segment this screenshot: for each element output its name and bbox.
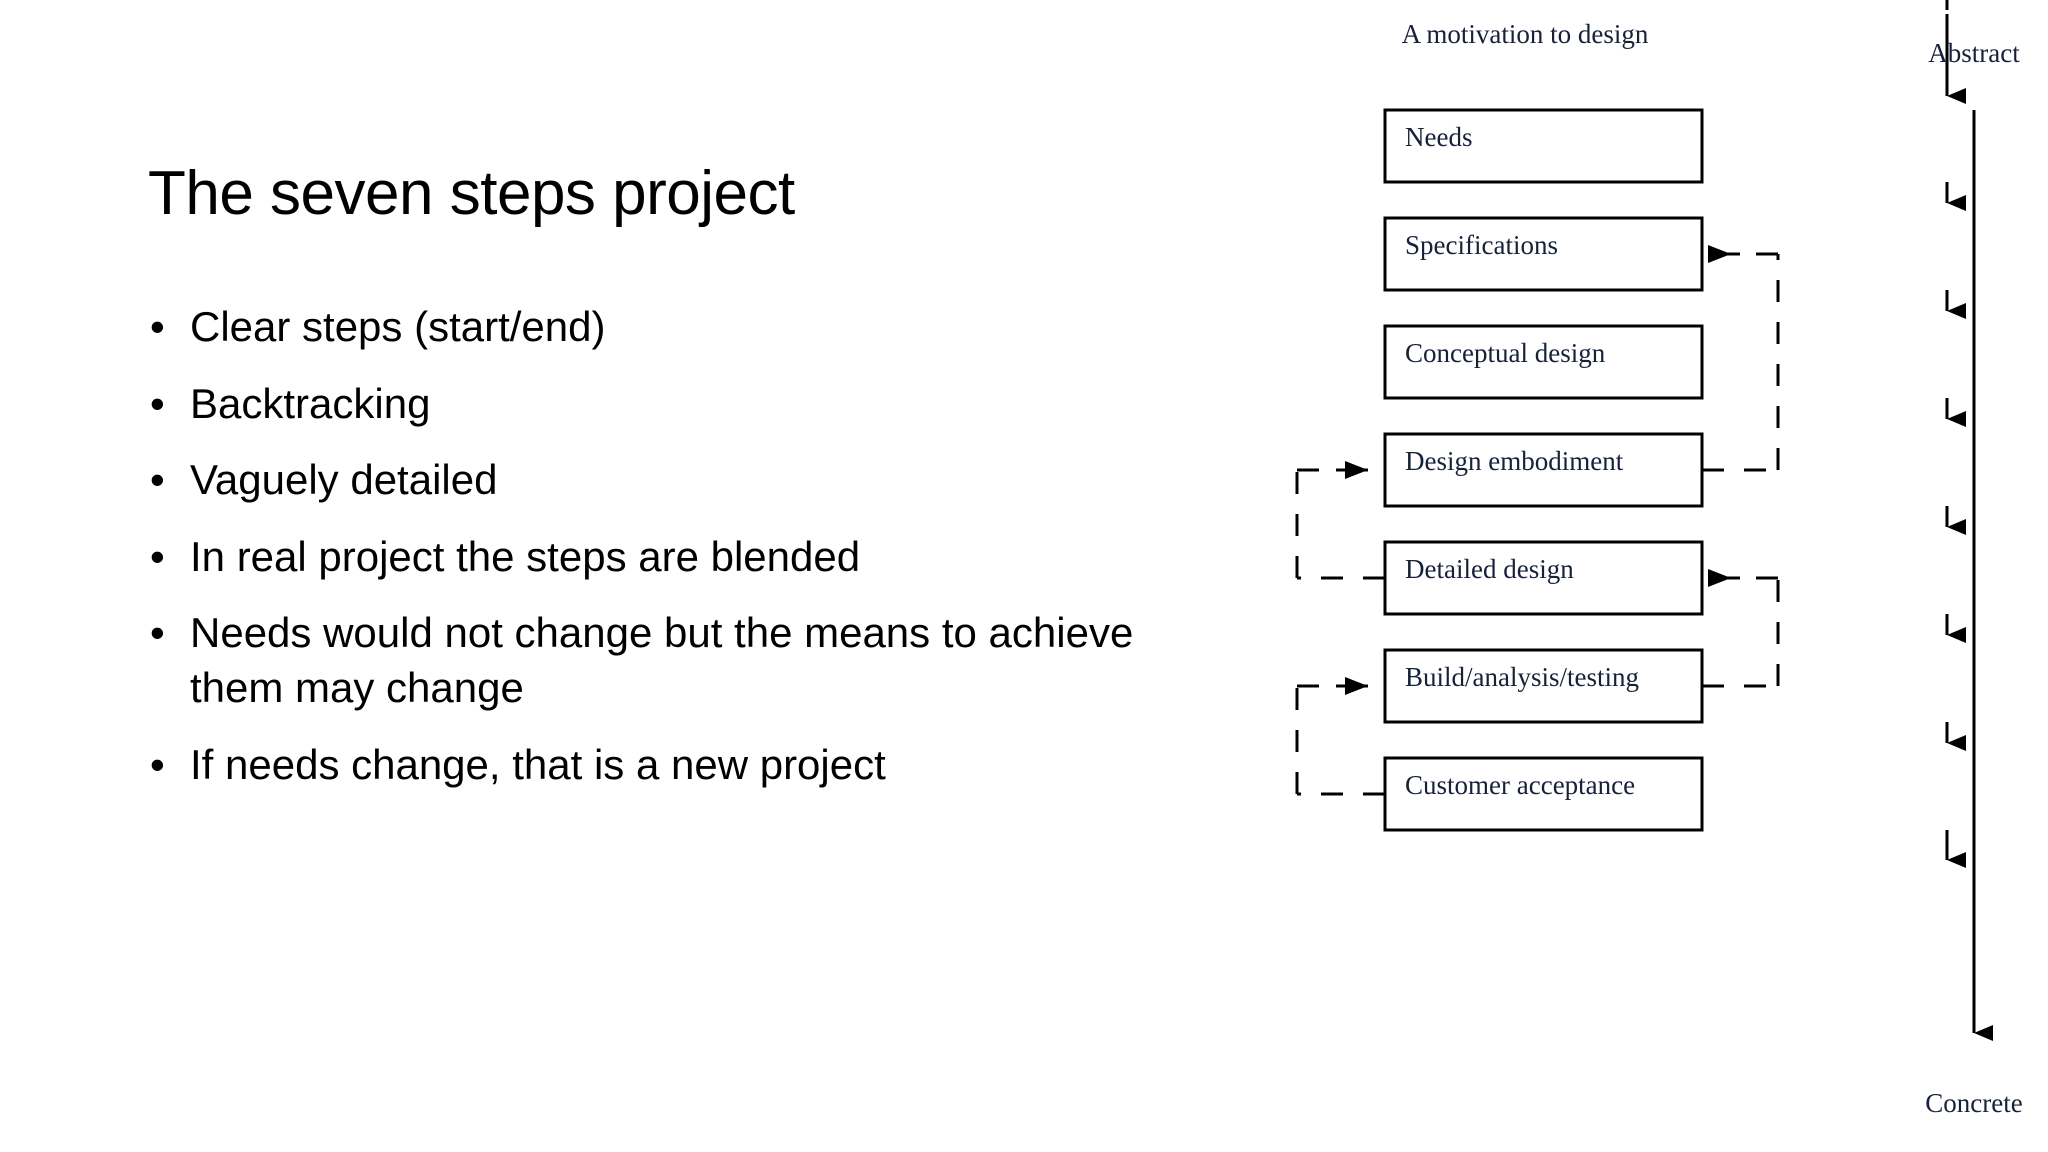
list-item-text: Vaguely detailed	[190, 456, 498, 504]
flow-box-needs-label: Needs	[1405, 122, 1472, 152]
entry-annotation: A motivation to design	[1402, 19, 1649, 49]
flow-box-build-analysis-testing	[1383, 648, 1704, 724]
flow-box-detailed-design-label: Detailed design	[1405, 554, 1574, 584]
flow-box-design-embodiment-label: Design embodiment	[1405, 446, 1624, 476]
list-item-text: In real project the steps are blended	[190, 532, 861, 580]
flow-box-conceptual-design-label: Conceptual design	[1405, 338, 1606, 368]
flow-box-customer-acceptance	[1383, 756, 1704, 832]
flow-box-specifications-label: Specifications	[1405, 230, 1558, 260]
axis-label-abstract: Abstract	[1928, 38, 2020, 68]
flow-box-specifications	[1383, 216, 1704, 292]
flow-box-customer-acceptance-label: Customer acceptance	[1405, 770, 1635, 800]
list-item-text: Backtracking	[190, 379, 431, 427]
flow-box-conceptual-design	[1383, 324, 1704, 400]
bullet-marker-icon: •	[150, 740, 165, 788]
list-item: • Needs would not change but the means t…	[148, 606, 1218, 715]
list-item: • Vaguely detailed	[148, 453, 1218, 508]
bullet-marker-icon: •	[150, 609, 165, 657]
page-title: The seven steps project	[148, 158, 795, 228]
list-item-text: Needs would not change but the means to …	[190, 609, 1134, 711]
flowchart-svg: A motivation to design Needs Specificati…	[1295, 0, 2023, 1118]
list-item: • In real project the steps are blended	[148, 530, 1218, 585]
list-item: • Backtracking	[148, 377, 1218, 432]
content-column: The seven steps project • Clear steps (s…	[148, 158, 1218, 814]
bullet-marker-icon: •	[150, 456, 165, 504]
design-process-flowchart: A motivation to design Needs Specificati…	[1240, 0, 2048, 1152]
flow-box-detailed-design	[1383, 540, 1704, 616]
flow-box-needs	[1383, 108, 1704, 184]
list-item-text: If needs change, that is a new project	[190, 740, 886, 788]
bullet-marker-icon: •	[150, 303, 165, 350]
bullet-marker-icon: •	[150, 532, 165, 580]
bullet-marker-icon: •	[150, 379, 165, 427]
list-item-text: Clear steps (start/end)	[190, 303, 606, 350]
axis-label-concrete: Concrete	[1925, 1088, 2022, 1118]
bullet-list: • Clear steps (start/end) • Backtracking…	[148, 300, 1218, 814]
list-item: • Clear steps (start/end)	[148, 300, 1218, 355]
flow-box-build-analysis-testing-label: Build/analysis/testing	[1405, 662, 1639, 692]
list-item: • If needs change, that is a new project	[148, 738, 1218, 793]
flow-box-design-embodiment	[1383, 432, 1704, 508]
